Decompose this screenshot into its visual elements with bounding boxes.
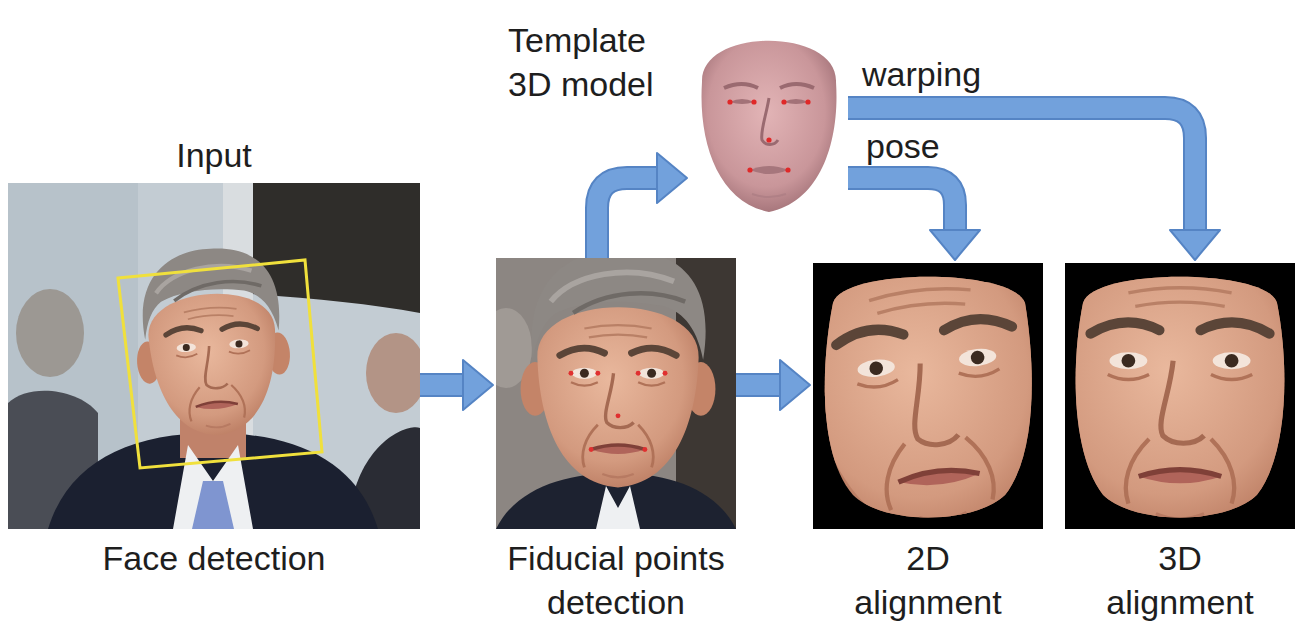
fiducial-panel: Fiducial points detection <box>496 258 736 529</box>
template-3d-model <box>690 12 848 218</box>
aligned-3d-crop <box>1065 263 1295 529</box>
arrow-head <box>463 360 493 410</box>
arrow-body <box>597 178 659 258</box>
arrow-outline <box>848 108 1195 232</box>
arrow-head <box>1170 230 1220 260</box>
step-caption: Fiducial points detection <box>476 536 756 624</box>
input-photo <box>8 183 420 529</box>
block-arrow <box>848 178 980 260</box>
arrow-outline <box>848 178 955 232</box>
panel-heading: Input <box>8 133 420 177</box>
arrow-head <box>780 360 810 410</box>
arrow-outline <box>597 178 659 258</box>
template-panel: Template 3D model <box>690 12 848 218</box>
step-caption: 2D alignment <box>838 536 1018 624</box>
edge-label: warping <box>862 56 981 92</box>
fiducial-photo <box>496 258 736 529</box>
arrow-body <box>848 178 955 232</box>
arrow-outline <box>420 373 465 397</box>
block-arrow <box>736 360 810 410</box>
step-caption: 3D alignment <box>1090 536 1270 624</box>
arrow-outline <box>736 373 782 397</box>
aligned-2d-crop <box>813 263 1043 529</box>
arrow-body <box>848 108 1195 232</box>
edge-label: pose <box>866 128 940 164</box>
model-label: Template 3D model <box>508 18 678 106</box>
block-arrow <box>597 153 687 258</box>
block-arrow <box>848 108 1220 260</box>
aligned-panel: 3D alignment <box>1065 263 1295 529</box>
arrow-head <box>930 230 980 260</box>
step-caption: Face detection <box>8 536 420 580</box>
aligned-panel: 2D alignment <box>813 263 1043 529</box>
arrow-head <box>657 153 687 203</box>
arrow-body <box>736 375 782 395</box>
arrow-body <box>420 375 465 395</box>
block-arrow <box>420 360 493 410</box>
input-panel: InputFace detection <box>8 183 420 529</box>
